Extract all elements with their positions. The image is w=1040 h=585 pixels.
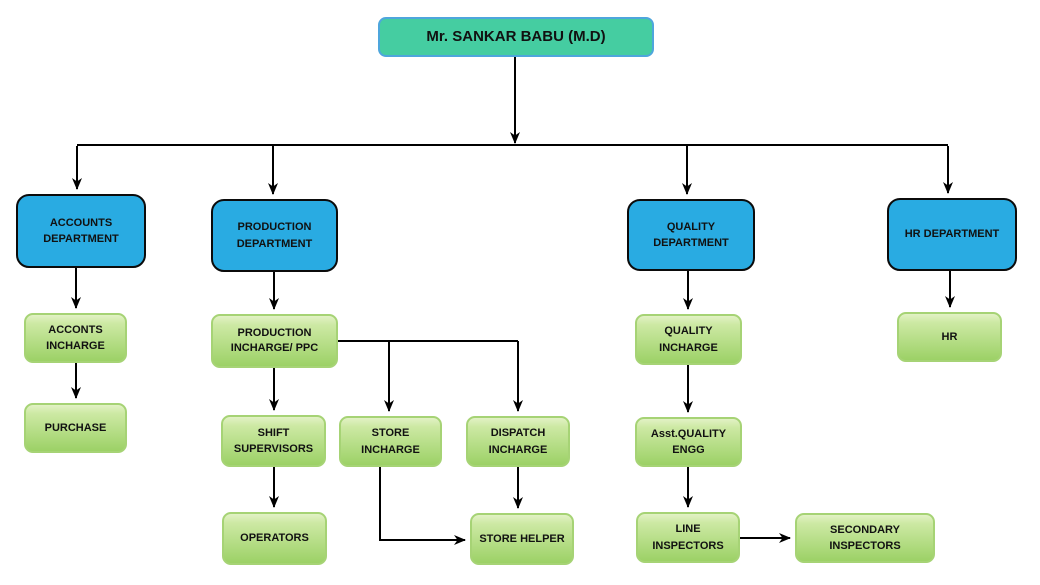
org-node-hr: HR: [897, 312, 1002, 362]
org-node-asst-quality-engg: Asst.QUALITY ENGG: [635, 417, 742, 467]
org-node-quality-department: QUALITY DEPARTMENT: [627, 199, 755, 271]
org-node-purchase: PURCHASE: [24, 403, 127, 453]
org-node-dispatch-incharge: DISPATCH INCHARGE: [466, 416, 570, 467]
org-node-acconts-incharge: ACCONTS INCHARGE: [24, 313, 127, 363]
org-node-accounts-department: ACCOUNTS DEPARTMENT: [16, 194, 146, 268]
org-node-shift-supervisors: SHIFT SUPERVISORS: [221, 415, 326, 467]
org-node-line-inspectors: LINE INSPECTORS: [636, 512, 740, 563]
org-node-store-helper: STORE HELPER: [470, 513, 574, 565]
edge-store-helper: [379, 467, 466, 545]
org-node-secondary-inspectors: SECONDARY INSPECTORS: [795, 513, 935, 563]
org-node-operators: OPERATORS: [222, 512, 327, 565]
org-node-production-incharge-ppc: PRODUCTION INCHARGE/ PPC: [211, 314, 338, 368]
org-node-hr-department: HR DEPARTMENT: [887, 198, 1017, 271]
org-node-quality-incharge: QUALITY INCHARGE: [635, 314, 742, 365]
org-node-store-incharge: STORE INCHARGE: [339, 416, 442, 467]
org-node-md: Mr. SANKAR BABU (M.D): [378, 17, 654, 57]
org-node-production-department: PRODUCTION DEPARTMENT: [211, 199, 338, 272]
